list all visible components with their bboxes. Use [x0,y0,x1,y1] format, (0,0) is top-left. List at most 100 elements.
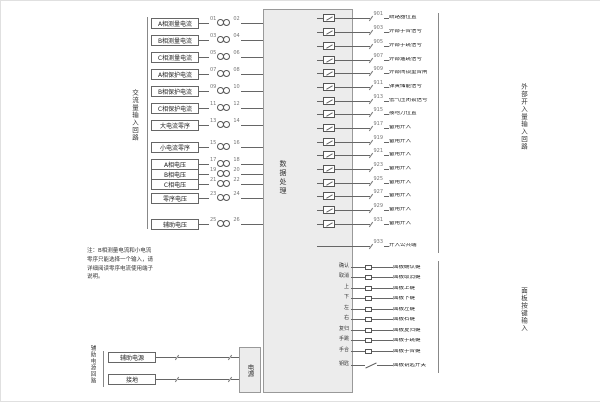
wire [351,277,365,278]
wire [335,182,371,184]
wire [199,56,209,58]
wire [351,330,365,331]
terminal-number: 25 [210,216,217,223]
wire [335,59,371,61]
wire [372,340,393,341]
wire [384,100,389,102]
optocoupler-icon [323,56,335,64]
wire [317,209,323,211]
pushbutton-icon [365,275,372,280]
wire [317,100,323,102]
pt-transformer-icon [217,180,232,188]
wire [199,22,209,24]
wire [384,72,389,74]
key-short-label: 左 [343,305,349,311]
di-row-label: 低气压闭锁信号 [389,98,428,104]
wire [199,173,209,175]
wire [335,100,371,102]
wire [317,113,323,115]
wire [240,22,263,24]
terminal-number: 15 [210,139,217,146]
wire [384,45,389,47]
terminal-number: 22 [233,176,240,183]
wire [199,90,209,92]
pushbutton-icon [365,317,372,322]
wire [317,223,323,225]
terminal-number: 909 [373,65,383,72]
terminal-number: 923 [373,161,383,168]
di-row-label: 备用开入 [389,180,412,186]
key-short-label: 复归 [338,326,349,332]
terminal-number: 06 [233,49,240,56]
optocoupler-icon [323,69,335,77]
di-row-label: 备用开入 [389,139,412,145]
optocoupler-icon [323,28,335,36]
terminal-number: 929 [373,202,383,209]
wire [317,45,323,47]
aux-group-bracket [103,351,104,387]
wire [156,357,176,358]
terminal-number: 931 [373,216,383,223]
optocoupler-icon [323,179,335,187]
wire [384,182,389,184]
wire [335,141,371,143]
terminal-number: 20 [233,166,240,173]
wire [335,86,371,88]
key-short-label: 取消 [338,273,349,279]
wire [178,379,229,380]
wire [199,146,209,148]
ct-transformer-icon [217,87,232,95]
di-group-label: 外部开入量输入回路 [519,83,528,151]
aux-row-label: 接地 [108,374,156,385]
wire [335,168,371,170]
wire [384,31,389,33]
terminal-number: 16 [233,139,240,146]
terminal-number: 905 [373,38,383,45]
wire [351,319,365,320]
pushbutton-icon [365,296,372,301]
panel-key-label: 面板上键 [393,285,416,291]
wire [351,298,365,299]
aux-ground-row: 接地 [108,373,239,386]
pt-transformer-icon [217,160,232,168]
ct-transformer-icon [217,104,232,112]
wire [372,267,393,268]
terminal-number: 08 [233,66,240,73]
ac-row-label: A相保护电流 [151,68,199,80]
terminal-number: 12 [233,100,240,107]
wire [240,107,263,109]
pt-transformer-icon [217,170,232,178]
di-row-label: 备用开入 [389,152,412,158]
ac-group-bracket [147,17,148,229]
terminal-number: 18 [233,156,240,163]
wire [335,209,371,211]
wire [335,17,371,19]
wire [317,17,323,19]
keys-group-bracket [438,261,439,373]
pushbutton-icon [365,307,372,312]
wire [351,340,365,341]
panel-key-row: 上面板上键 [333,284,437,293]
wire [335,113,371,115]
key-switch-icon [365,362,377,369]
terminal-number: 09 [210,83,217,90]
terminal-number: 927 [373,188,383,195]
wire [372,330,393,331]
optocoupler-icon [323,220,335,228]
di-row: 913 低气压闭锁信号 [317,93,437,106]
terminal-number: 913 [373,93,383,100]
key-short-label: 钥匙 [338,361,349,367]
terminal-number: 24 [233,190,240,197]
di-row-label: 接地刀位置 [389,111,417,117]
terminal-number: 04 [233,32,240,39]
panel-key-label: 面板下键 [393,295,416,301]
